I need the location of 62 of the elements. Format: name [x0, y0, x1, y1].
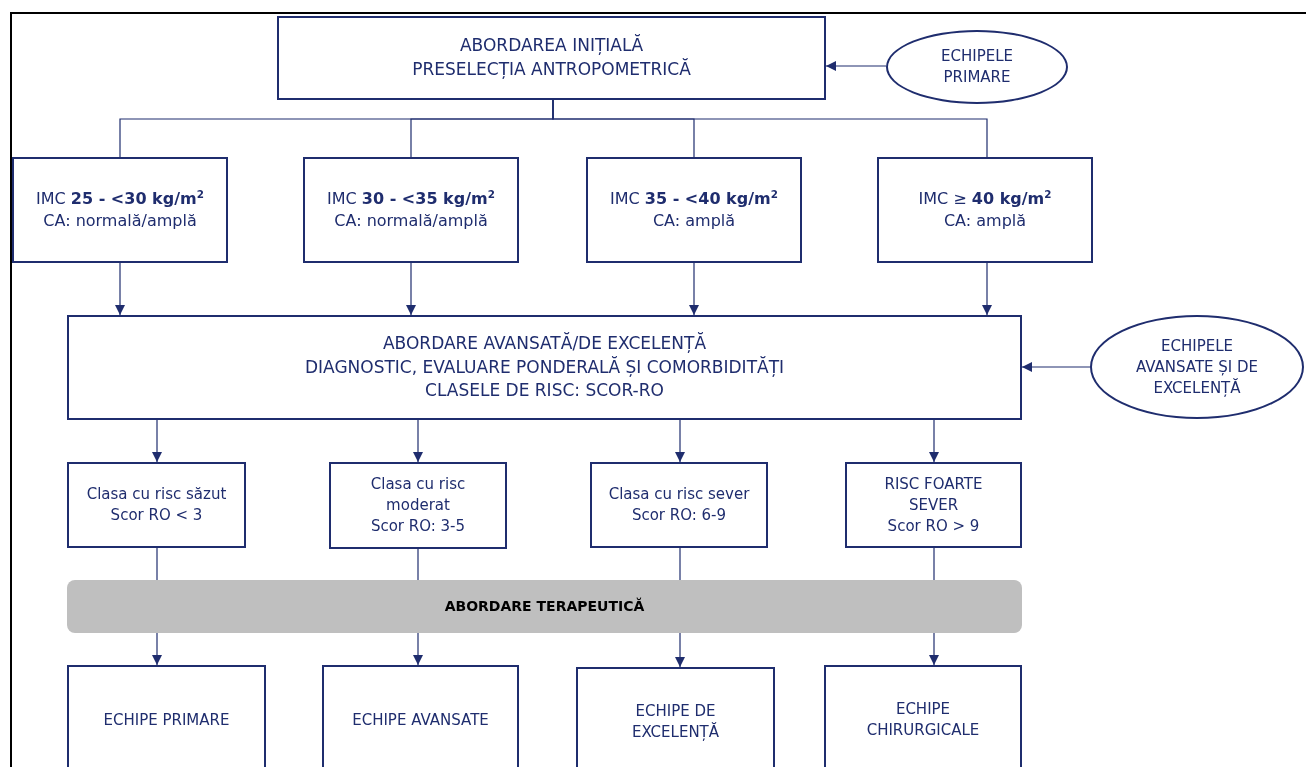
- process-box: [67, 665, 266, 767]
- connector-line: [156, 547, 158, 581]
- node-text: Scor RO < 3: [110, 505, 203, 526]
- node-text: IMC 25 - <30 kg/m$^{2}$: [36, 187, 204, 210]
- node-text: CA: normală/amplă: [334, 210, 488, 232]
- node-text: RISC FOARTE SEVER: [883, 473, 984, 516]
- process-box: [590, 462, 768, 548]
- process-box: [877, 157, 1093, 263]
- node-text: ABORDARE TERAPEUTICĂ: [444, 596, 645, 616]
- node-text: ECHIPE PRIMARE: [103, 709, 230, 731]
- node-text: ABORDARE AVANSATĂ/DE EXCELENȚĂ: [382, 331, 707, 355]
- arrow: [675, 419, 685, 463]
- arrow: [1021, 362, 1091, 372]
- node-text: Scor RO: 3-5: [370, 516, 466, 537]
- arrow: [929, 419, 939, 463]
- phase-bar: [67, 580, 1022, 633]
- arrow: [675, 632, 685, 668]
- process-box: [67, 462, 246, 548]
- process-box: [824, 665, 1022, 767]
- node-text: CA: normală/amplă: [43, 210, 197, 232]
- process-box: [329, 462, 507, 549]
- arrow: [115, 262, 125, 316]
- node-text: IMC 30 - <35 kg/m$^{2}$: [327, 187, 495, 210]
- process-box: [67, 315, 1022, 420]
- arrow: [825, 61, 887, 71]
- connector-line: [933, 547, 935, 581]
- arrow: [152, 632, 162, 666]
- node-text: Clasa cu risc moderat: [369, 474, 467, 516]
- process-box: [576, 667, 775, 767]
- node-text: ECHIPE DE EXCELENȚĂ: [630, 701, 721, 743]
- node-text: Scor RO: 6-9: [631, 505, 727, 526]
- node-text: ECHIPELE PRIMARE: [940, 46, 1014, 88]
- node-text: IMC 35 - <40 kg/m$^{2}$: [610, 187, 778, 210]
- node-text: CA: amplă: [943, 210, 1027, 232]
- node-text: ECHIPE AVANSATE: [352, 709, 489, 731]
- node-text: ABORDAREA INIȚIALĂ: [459, 34, 644, 58]
- arrow: [413, 419, 423, 463]
- arrow: [689, 262, 699, 316]
- arrow: [413, 632, 423, 666]
- node-text: PRESELECȚIA ANTROPOMETRICĂ: [412, 58, 691, 81]
- process-box: [303, 157, 519, 263]
- connector-line: [552, 99, 988, 158]
- process-box: [12, 157, 228, 263]
- node-text: IMC ≥ 40 kg/m$^{2}$: [918, 187, 1052, 210]
- node-text: Clasa cu risc sever: [608, 484, 750, 505]
- connector-line: [679, 547, 681, 581]
- node-text: DIAGNOSTIC, EVALUARE PONDERALĂ ȘI COMORBIDITĂȚI: [304, 355, 785, 379]
- connector-line: [417, 548, 419, 581]
- process-box: [845, 462, 1022, 548]
- arrow: [982, 262, 992, 316]
- arrow: [406, 262, 416, 316]
- node-text: CLASELE DE RISC: SCOR-RO: [425, 379, 664, 403]
- node-text: ECHIPE CHIRURGICALE: [865, 699, 981, 741]
- node-text: Clasa cu risc săzut: [86, 484, 227, 505]
- process-box: [586, 157, 802, 263]
- arrow: [152, 419, 162, 463]
- node-text: ECHIPELE AVANSATE ȘI DE EXCELENȚĂ: [1134, 335, 1260, 399]
- process-box: [277, 16, 826, 100]
- process-box: [322, 665, 519, 767]
- arrow: [929, 632, 939, 666]
- node-text: CA: amplă: [652, 210, 736, 232]
- node-text: Scor RO > 9: [887, 515, 980, 537]
